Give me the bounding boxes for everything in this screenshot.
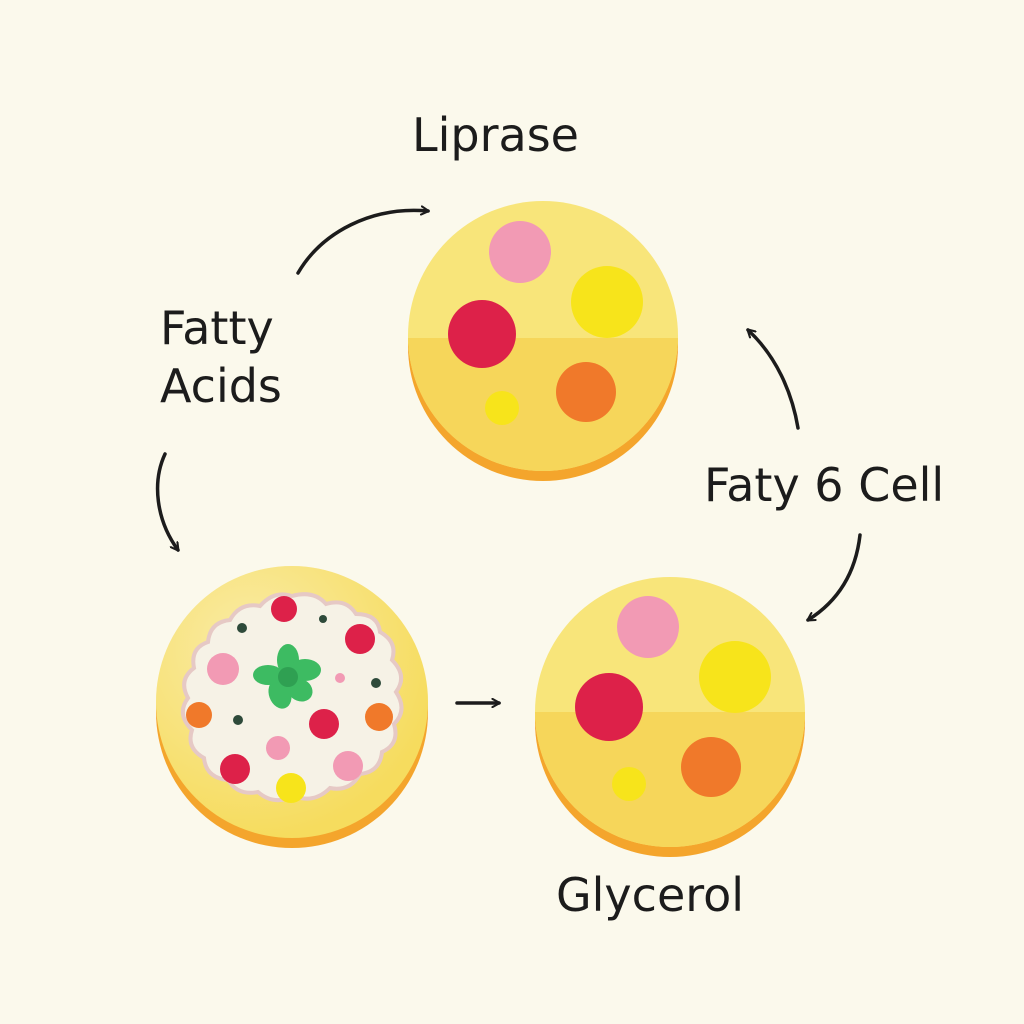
droplet-yellow [571,266,643,338]
granule-red [271,596,297,622]
droplet-red [575,673,643,741]
granule-red [220,754,250,784]
granule-yellow [276,773,306,803]
droplet-pink [489,221,551,283]
granule-dark [233,715,243,725]
nucleus-flower [253,644,321,709]
granule-pink [333,751,363,781]
arrow-fatty-cell-to-right-cell [806,533,862,622]
label-fatty-acids-line1: Fatty [160,301,274,355]
arrow-fatty-cell-to-top-cell [746,328,800,430]
granule-dark [237,623,247,633]
granule-dark [319,615,327,623]
granule-red [309,709,339,739]
droplet-yellow [699,641,771,713]
label-fatty-acids: Fatty Acids [160,300,282,415]
arrow-fatty-acids-to-top-cell [296,210,428,275]
granule-dark [371,678,381,688]
label-lipase: Liprase [412,108,579,162]
arrow-fatty-acids-to-left-cell [155,452,180,552]
cell-lower-half [535,712,805,847]
granule-orange [365,703,393,731]
droplet-orange [681,737,741,797]
granule-orange [186,702,212,728]
droplet-red [448,300,516,368]
granule-red [345,624,375,654]
droplet-orange [556,362,616,422]
fat-cell-left [156,566,428,848]
droplet-small-yellow [612,767,646,801]
label-fatty-acids-line2: Acids [160,358,282,413]
label-glycerol: Glycerol [556,868,745,922]
granule-pink [266,736,290,760]
granule-pink [207,653,239,685]
fat-cell-top [408,201,678,481]
granule-small-pink [335,673,345,683]
droplet-small-yellow [485,391,519,425]
cell-lower-half [408,338,678,471]
droplet-pink [617,596,679,658]
fat-cell-right [535,577,805,857]
label-fatty-cell: Faty 6 Cell [704,458,945,512]
